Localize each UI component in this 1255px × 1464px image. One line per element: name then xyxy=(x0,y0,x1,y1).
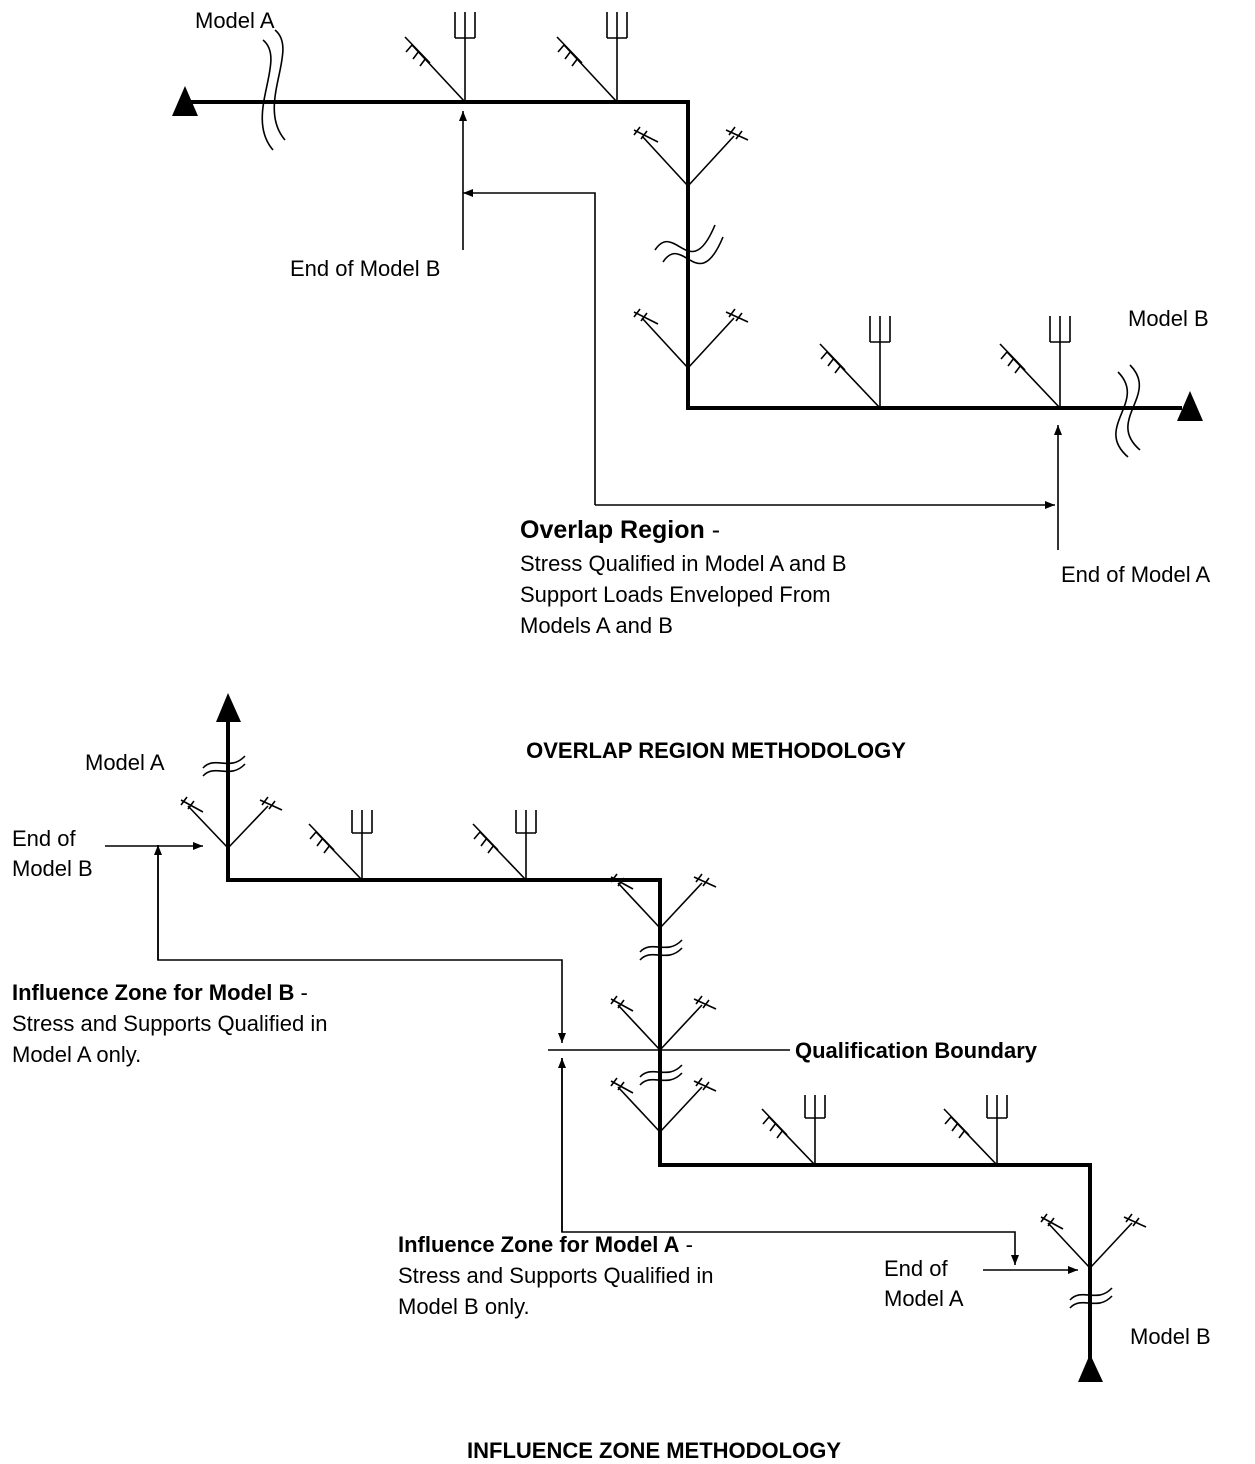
support-symbol xyxy=(1040,1213,1147,1269)
influence-caption: INFLUENCE ZONE METHODOLOGY xyxy=(467,1438,841,1463)
overlap-region-heading: Overlap Region - xyxy=(520,516,720,544)
end-of-model-b-label: End of Model B xyxy=(290,256,440,281)
model-b-label: Model B xyxy=(1130,1324,1211,1349)
zone-a-heading: Influence Zone for Model A - xyxy=(398,1232,693,1257)
overlap-dash: - xyxy=(705,516,720,544)
zone-b-line-1: Stress and Supports Qualified in xyxy=(12,1011,328,1036)
zone-b-line-2: Model A only. xyxy=(12,1042,141,1067)
end-of-model-b-line-1: End of xyxy=(12,826,76,851)
influence-diagram: Model A Model B End of Model B End of Mo… xyxy=(12,693,1211,1463)
break-mark xyxy=(202,755,246,777)
support-symbol xyxy=(610,1077,717,1133)
zone-a-dash: - xyxy=(680,1232,693,1257)
end-of-model-a-line-2: Model A xyxy=(884,1286,964,1311)
support-symbol xyxy=(819,316,891,409)
model-a-label: Model A xyxy=(195,8,275,33)
model-a-label: Model A xyxy=(85,750,165,775)
support-symbol xyxy=(404,12,476,103)
end-of-model-a-line-1: End of xyxy=(884,1256,948,1281)
overlap-line-1: Stress Qualified in Model A and B xyxy=(520,551,847,576)
zone-a-line-1: Stress and Supports Qualified in xyxy=(398,1263,714,1288)
support-symbol xyxy=(610,995,717,1051)
break-mark xyxy=(639,1064,683,1086)
end-of-model-b-line-2: Model B xyxy=(12,856,93,881)
end-of-model-a-label: End of Model A xyxy=(1061,562,1211,587)
model-b-label: Model B xyxy=(1128,306,1209,331)
break-mark xyxy=(261,29,286,151)
support-symbol xyxy=(999,316,1071,409)
overlap-line-3: Models A and B xyxy=(520,613,673,638)
overlap-title: Overlap Region xyxy=(520,516,705,544)
break-mark xyxy=(639,939,683,961)
support-symbol xyxy=(472,810,537,881)
break-mark xyxy=(1115,364,1141,458)
support-symbol xyxy=(180,796,283,849)
anchor-right-top xyxy=(1177,391,1203,421)
support-symbol xyxy=(556,12,628,103)
overlap-line-2: Support Loads Enveloped From xyxy=(520,582,831,607)
support-symbol xyxy=(761,1095,826,1166)
overlap-bracket xyxy=(463,189,596,505)
support-symbol xyxy=(610,873,717,929)
overlap-caption: OVERLAP REGION METHODOLOGY xyxy=(526,738,906,763)
anchor-bottom-bottom xyxy=(1078,1354,1103,1382)
zone-b-dash: - xyxy=(294,980,307,1005)
support-symbol xyxy=(633,308,749,369)
zone-a-title: Influence Zone for Model A xyxy=(398,1232,680,1257)
support-symbol xyxy=(308,810,373,881)
anchor-left-top xyxy=(172,86,198,116)
break-mark xyxy=(654,224,724,265)
zone-b-title: Influence Zone for Model B xyxy=(12,980,294,1005)
zone-a-line-2: Model B only. xyxy=(398,1294,530,1319)
qualification-boundary-label: Qualification Boundary xyxy=(795,1038,1038,1063)
support-symbol xyxy=(633,126,749,187)
pipe-route-bottom xyxy=(226,710,1092,1362)
anchor-top-bottom xyxy=(216,693,241,722)
overlap-diagram: Model A Model B End of Model B End of Mo… xyxy=(172,8,1211,763)
support-symbol xyxy=(943,1095,1008,1166)
zone-b-heading: Influence Zone for Model B - xyxy=(12,980,308,1005)
break-mark xyxy=(1069,1287,1113,1309)
pipe-route-top xyxy=(183,100,1182,410)
